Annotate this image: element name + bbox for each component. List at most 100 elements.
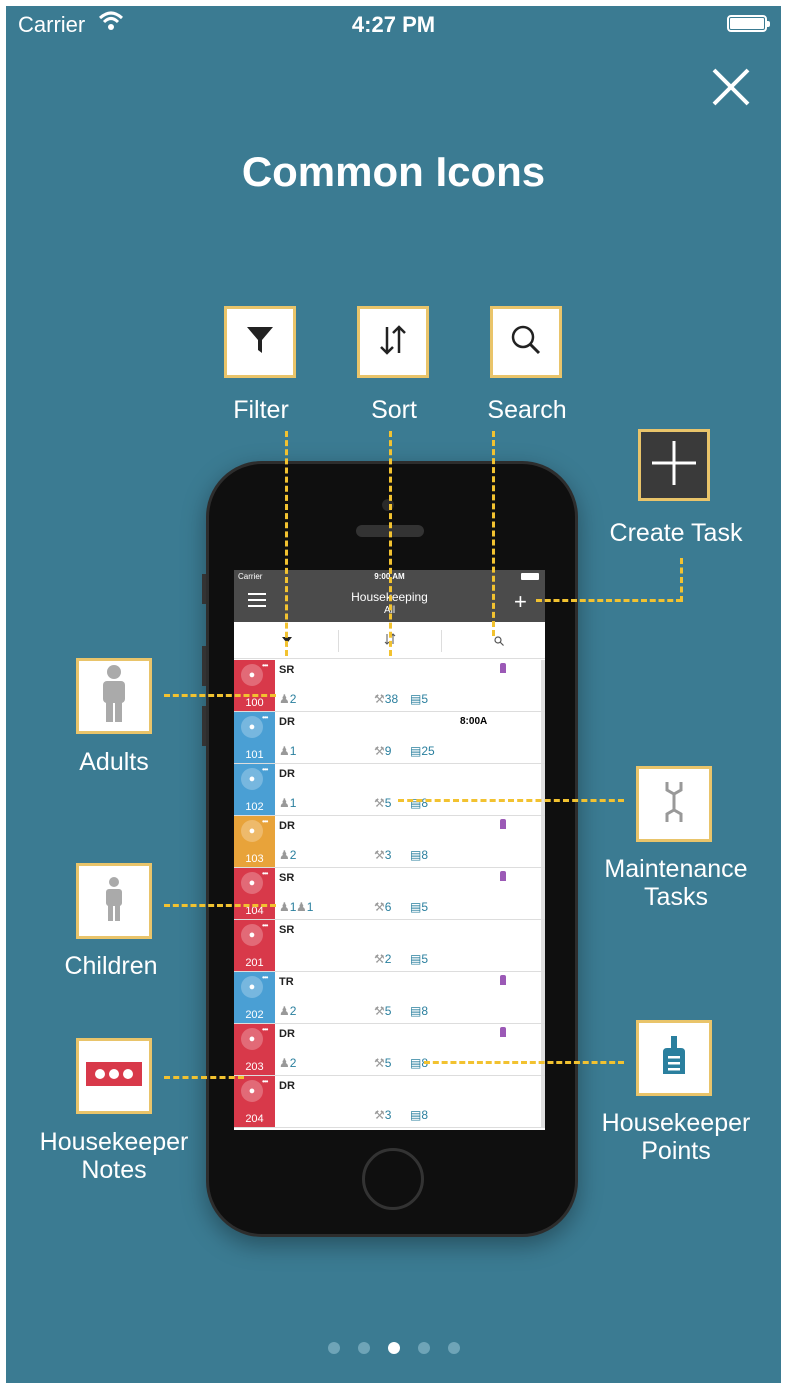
adults-count: ♟2 [279, 848, 297, 862]
room-status-bar: ●••• 201 [234, 920, 275, 971]
adults-count: ♟2 [279, 1056, 297, 1070]
maintenance-count: ⚒6 [374, 900, 392, 914]
home-button [362, 1148, 424, 1210]
points-label-1: Housekeeper [601, 1109, 751, 1137]
room-number: 100 [245, 697, 264, 709]
room-status-bar: ●•••101 [234, 712, 275, 763]
room-notes-dots: ••• [262, 869, 268, 878]
filter-icon [243, 323, 277, 362]
room-number: 104 [245, 905, 264, 917]
room-time: 8:00A [460, 716, 488, 727]
room-type: DR [279, 768, 295, 780]
children-callout-box [76, 863, 152, 939]
app-create-task-icon[interactable]: + [514, 589, 527, 614]
maintenance-count: ⚒3 [374, 1108, 392, 1122]
room-flag-icon [500, 819, 506, 829]
room-status-icon: ● [241, 924, 263, 946]
notes-icon [86, 1061, 142, 1091]
tutorial-screen: Carrier 4:27 PM Common Icons Filter Sort… [6, 6, 781, 1383]
adults-count: ♟1 [279, 796, 297, 810]
adults-count: ♟1 [279, 744, 297, 758]
create-task-connector-h [536, 599, 682, 602]
room-status-bar: ●•••204 [234, 1076, 275, 1127]
create-task-connector-v [680, 558, 683, 602]
close-icon[interactable] [706, 62, 756, 112]
room-type: DR [279, 716, 295, 728]
room-flag-icon [500, 1027, 506, 1037]
children-label: Children [64, 952, 158, 980]
page-dot-4[interactable] [418, 1342, 430, 1354]
filter-connector [285, 431, 288, 656]
points-count: ▤8 [410, 1004, 429, 1018]
maintenance-count: ⚒3 [374, 848, 392, 862]
room-notes-dots: ••• [262, 765, 268, 774]
room-number: 201 [245, 957, 264, 969]
room-number: 102 [245, 801, 264, 813]
filter-callout-box [224, 306, 296, 378]
room-number: 101 [245, 749, 264, 761]
maintenance-count: ⚒9 [374, 744, 392, 758]
maintenance-count: ⚒2 [374, 952, 392, 966]
sort-icon [376, 323, 410, 362]
adult-icon [99, 664, 129, 729]
points-count: ▤5 [410, 900, 429, 914]
room-status-icon: ● [241, 1080, 263, 1102]
room-type: DR [279, 820, 295, 832]
room-status-bar: ●•••103 [234, 816, 275, 867]
sort-callout-box [357, 306, 429, 378]
adults-callout-box [76, 658, 152, 734]
room-number: 103 [245, 853, 264, 865]
room-status-icon: ● [241, 716, 263, 738]
points-count: ▤25 [410, 744, 435, 758]
page-dot-5[interactable] [448, 1342, 460, 1354]
page-title: Common Icons [241, 148, 546, 195]
search-icon [509, 323, 543, 362]
menu-icon[interactable] [248, 593, 266, 607]
adults-count: ♟2 [279, 1004, 297, 1018]
room-notes-dots: ••• [262, 921, 268, 930]
page-dot-1[interactable] [328, 1342, 340, 1354]
maintenance-count: ⚒38 [374, 692, 399, 706]
child-icon [103, 876, 125, 927]
room-status-bar: ●•••203 [234, 1024, 275, 1075]
room-notes-dots: ••• [262, 817, 268, 826]
children-connector [164, 904, 276, 907]
room-status-icon: ● [241, 768, 263, 790]
room-notes-dots: ••• [262, 973, 268, 982]
room-notes-dots: ••• [262, 661, 268, 670]
points-count: ▤8 [410, 796, 429, 810]
room-flag-icon [500, 975, 506, 985]
search-connector [492, 431, 495, 636]
points-icon [659, 1034, 689, 1083]
room-status-bar: ●••• 104 [234, 868, 275, 919]
sort-label: Sort [371, 396, 417, 424]
page-dot-3[interactable] [388, 1342, 400, 1354]
page-dot-2[interactable] [358, 1342, 370, 1354]
room-type: SR [279, 872, 295, 884]
adults-label: Adults [79, 748, 149, 776]
room-type: SR [279, 924, 295, 936]
app-screen: Carrier 9:00 AM Housekeeping All + ●•••1… [234, 570, 545, 1130]
room-status-bar: ●••• 102 [234, 764, 275, 815]
status-time: 4:27 PM [351, 12, 436, 37]
room-status-icon: ● [241, 872, 263, 894]
plus-icon [648, 437, 700, 494]
points-label-2: Points [641, 1137, 711, 1165]
app-sort-icon[interactable] [384, 632, 396, 650]
room-status-icon: ● [241, 976, 263, 998]
create-task-label: Create Task [609, 519, 743, 547]
app-search-icon[interactable] [494, 633, 504, 651]
carrier-label: Carrier [18, 12, 86, 37]
room-row[interactable]: ●•••101 DR ♟1 ⚒9 ▤25 8:00A [234, 712, 545, 764]
points-callout-box [636, 1020, 712, 1096]
room-status-icon: ● [241, 1028, 263, 1050]
room-number: 204 [245, 1113, 264, 1125]
